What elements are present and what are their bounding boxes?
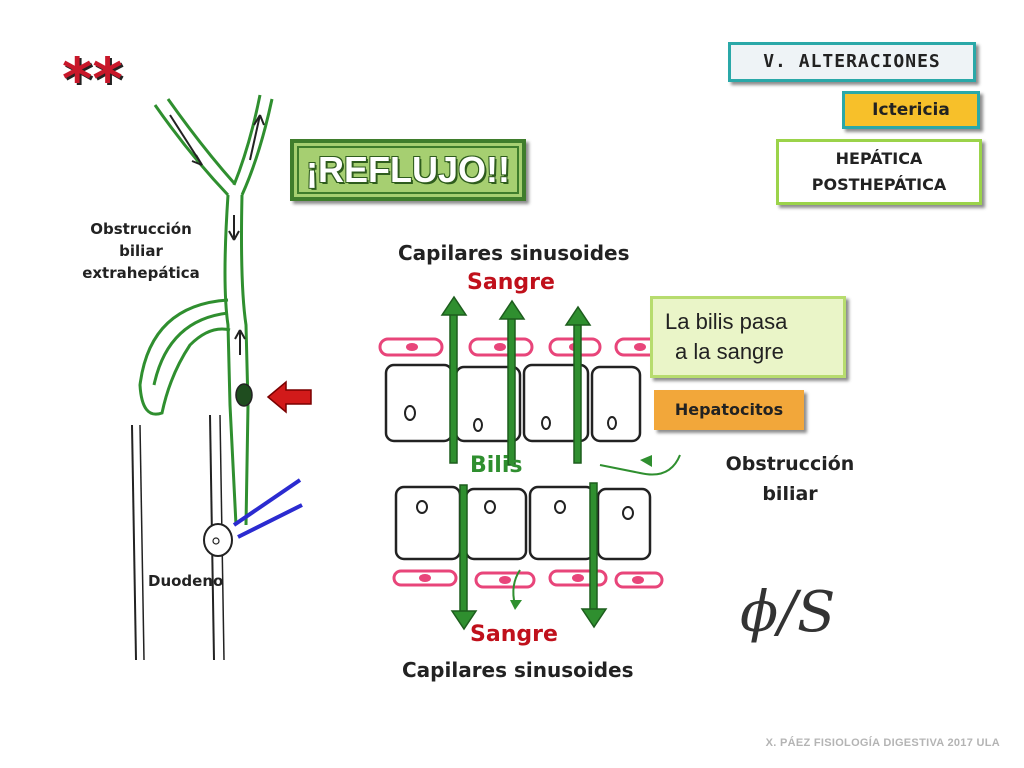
right-hepatic-duct [232, 94, 262, 186]
bile-to-blood-box: La bilis pasa a la sangre [650, 296, 846, 378]
top-hepatocyte-row [384, 363, 642, 443]
hepatocytes-tag: Hepatocitos [654, 390, 804, 430]
flow-arrow-2 [249, 114, 261, 161]
pointer-arrow-icon [266, 380, 312, 414]
duodeno-label: Duodeno [148, 572, 224, 590]
duodenum-wall-left [131, 424, 137, 661]
bottom-hepatocyte-row [394, 485, 652, 561]
pancreatic-duct [232, 478, 302, 527]
pancreatic-duct-2 [237, 503, 303, 539]
bottom-hepatocyte-nuclei [416, 500, 634, 520]
section-tag: V. ALTERACIONES [728, 42, 976, 82]
extrahepatic-obstruction-label: Obstrucción biliar extrahepática [82, 220, 200, 282]
flow-arrow-2-head [253, 114, 265, 126]
bottom-caption: Capilares sinusoides [402, 658, 634, 682]
bile-flow-arrow [599, 454, 681, 476]
stars-decoration: ** [62, 45, 123, 113]
footer-credit: X. PÁEZ FISIOLOGÍA DIGESTIVA 2017 ULA [765, 737, 1000, 749]
reflux-arrows-down [450, 482, 608, 631]
top-caption: Capilares sinusoides [398, 241, 630, 265]
left-hepatic-duct [153, 104, 230, 197]
handwriting-mark: ϕ/S [740, 580, 836, 645]
page-title: ¡REFLUJO!! [290, 139, 526, 201]
flow-arrow-4-head [234, 329, 246, 340]
jaundice-types-box: HEPÁTICA POSTHEPÁTICA [776, 139, 982, 205]
flow-arrow-3-head [228, 230, 240, 241]
bottom-blood-label: Sangre [470, 622, 558, 647]
cystic-duct-loop-inner [152, 311, 229, 386]
top-hepatocyte-nuclei [404, 405, 617, 432]
flow-arrow-1-head [191, 154, 203, 166]
top-blood-label: Sangre [467, 270, 555, 295]
common-duct-left [223, 194, 238, 526]
ampulla-center [212, 537, 220, 545]
biliary-obstruction-label: Obstrucción biliar [725, 453, 855, 505]
obstruction-stone [235, 383, 253, 407]
bottom-sinusoid-cells [392, 569, 664, 589]
bile-flow-arrow-head [640, 455, 652, 467]
ampulla [203, 523, 233, 557]
topic-tag: Ictericia [842, 91, 980, 129]
type-hepatica: HEPÁTICA [835, 149, 923, 168]
duodenum-wall-left-2 [139, 424, 145, 661]
top-sinusoid-cells [378, 337, 666, 357]
reflux-arrows-up [440, 295, 592, 466]
cystic-duct-loop [138, 298, 231, 416]
bottom-sinusoid-nuclei [419, 574, 644, 584]
right-hepatic-duct-2 [240, 98, 274, 196]
left-hepatic-duct-2 [166, 98, 236, 184]
hepatocyte-diagram [378, 295, 681, 631]
bile-flow-arrow-2-head [510, 600, 522, 610]
biliary-tree-diagram [131, 94, 303, 661]
bile-label: Bilis [470, 453, 523, 478]
type-posthepatica: POSTHEPÁTICA [811, 175, 947, 194]
common-duct-right [240, 194, 250, 526]
